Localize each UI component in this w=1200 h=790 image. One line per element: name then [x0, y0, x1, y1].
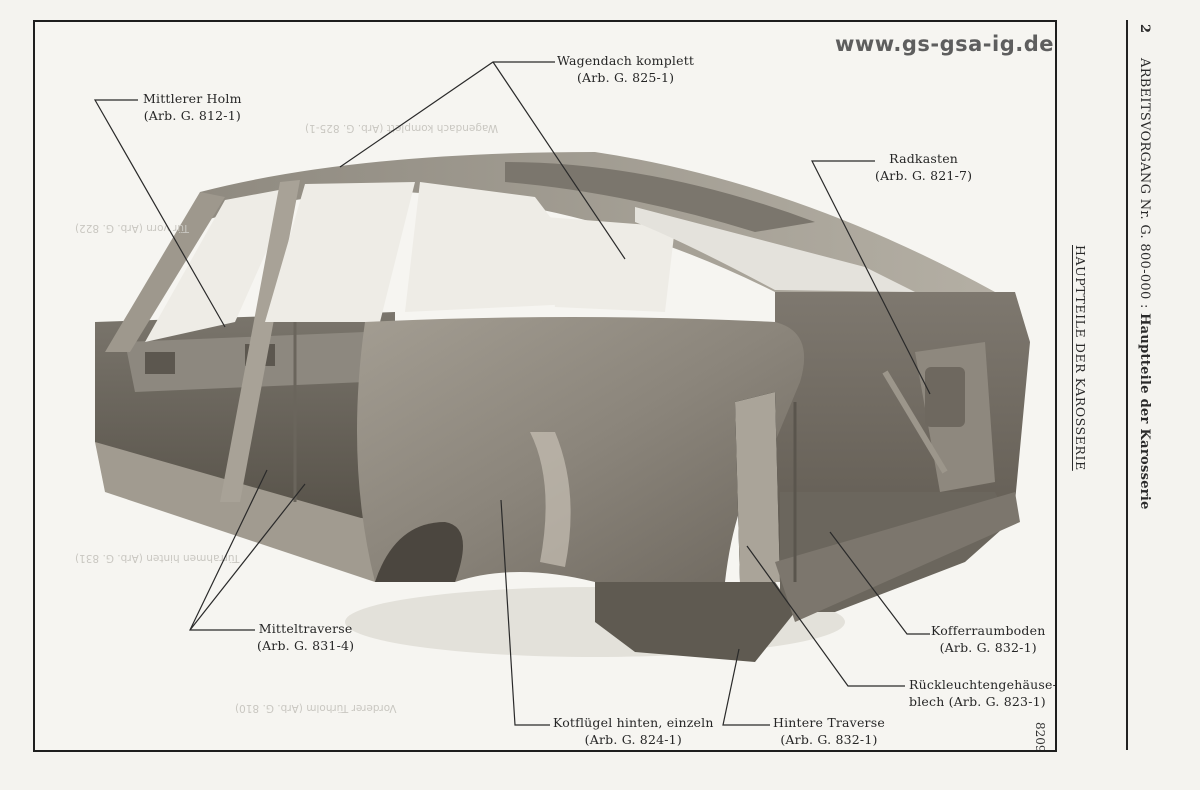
callout-hintere-traverse: Hintere Traverse (Arb. G. 832-1)	[773, 714, 885, 748]
rear-fender	[357, 317, 805, 582]
callout-ref: (Arb. G. 821-7)	[875, 168, 973, 183]
callout-ref: (Arb. G. 825-1)	[576, 70, 675, 85]
callout-label: Radkasten	[889, 151, 959, 166]
callout-label: Mitteltraverse	[258, 621, 353, 636]
callout-radkasten: Radkasten (Arb. G. 821-7)	[875, 150, 972, 184]
rear-crossmember	[595, 582, 795, 662]
rear-wheel-cutout	[375, 522, 463, 582]
wheel-arch-panel	[925, 367, 965, 427]
operation-header: ARBEITSVORGANG Nr. G. 800-000 : Haupttei…	[1137, 58, 1152, 510]
callout-kofferraumboden: Kofferraumboden (Arb. G. 832-1)	[931, 622, 1045, 656]
bleed-through-text: Wagendach komplett (Arb. G. 825-1)	[305, 122, 499, 134]
website-watermark: www.gs-gsa-ig.de	[835, 32, 1054, 56]
callout-label: Hintere Traverse	[773, 715, 885, 730]
figure-frame: Wagendach komplett (Arb. G. 825-1) Tür v…	[33, 20, 1057, 752]
page-number: 2	[1137, 24, 1152, 34]
operation-title: Hauptteile der Karosserie	[1137, 313, 1152, 510]
callout-ref: blech (Arb. G. 823-1)	[909, 694, 1046, 709]
callout-label: Wagendach komplett	[557, 53, 695, 68]
car-body-shell-illustration	[95, 152, 1030, 662]
callout-label: Mittlerer Holm	[143, 91, 242, 106]
figure-number: 8209	[1033, 722, 1047, 752]
callout-wagendach: Wagendach komplett (Arb. G. 825-1)	[557, 52, 694, 86]
callout-label: Rückleuchtengehäuse-	[909, 677, 1057, 692]
bleed-through-text: Vorderer Türholm (Arb. G. 810)	[235, 702, 397, 714]
b-pillar	[220, 180, 300, 502]
fender-highlight	[530, 432, 571, 567]
bleed-through-text: Türrahmen hinten (Arb. G. 831)	[75, 552, 240, 564]
operation-label: ARBEITSVORGANG Nr. G. 800-000 :	[1137, 58, 1152, 309]
callout-ref: (Arb. G. 832-1)	[780, 732, 878, 747]
callout-rueckleuchtengehaeuseblech: Rückleuchtengehäuse- blech (Arb. G. 823-…	[909, 676, 1057, 710]
margin-rule	[1126, 20, 1128, 750]
callout-mitteltraverse: Mitteltraverse (Arb. G. 831-4)	[257, 620, 354, 654]
callout-label: Kotflügel hinten, einzeln	[553, 715, 714, 730]
quarter-window	[545, 217, 675, 312]
callout-kotfluegel: Kotflügel hinten, einzeln (Arb. G. 824-1…	[553, 714, 714, 748]
bleed-through-text: Tür vorn (Arb. G. 822)	[75, 222, 189, 234]
callout-ref: (Arb. G. 824-1)	[584, 732, 682, 747]
dash-cutout-1	[145, 352, 175, 374]
section-title: HAUPTTEILE DER KAROSSERIE	[1073, 245, 1088, 471]
front-door-opening	[265, 182, 415, 322]
callout-mittlerer-holm: Mittlerer Holm (Arb. G. 812-1)	[143, 90, 242, 124]
callout-ref: (Arb. G. 832-1)	[939, 640, 1037, 655]
callout-ref: (Arb. G. 831-4)	[257, 638, 355, 653]
callout-label: Kofferraumboden	[931, 623, 1046, 638]
callout-ref: (Arb. G. 812-1)	[143, 108, 241, 123]
